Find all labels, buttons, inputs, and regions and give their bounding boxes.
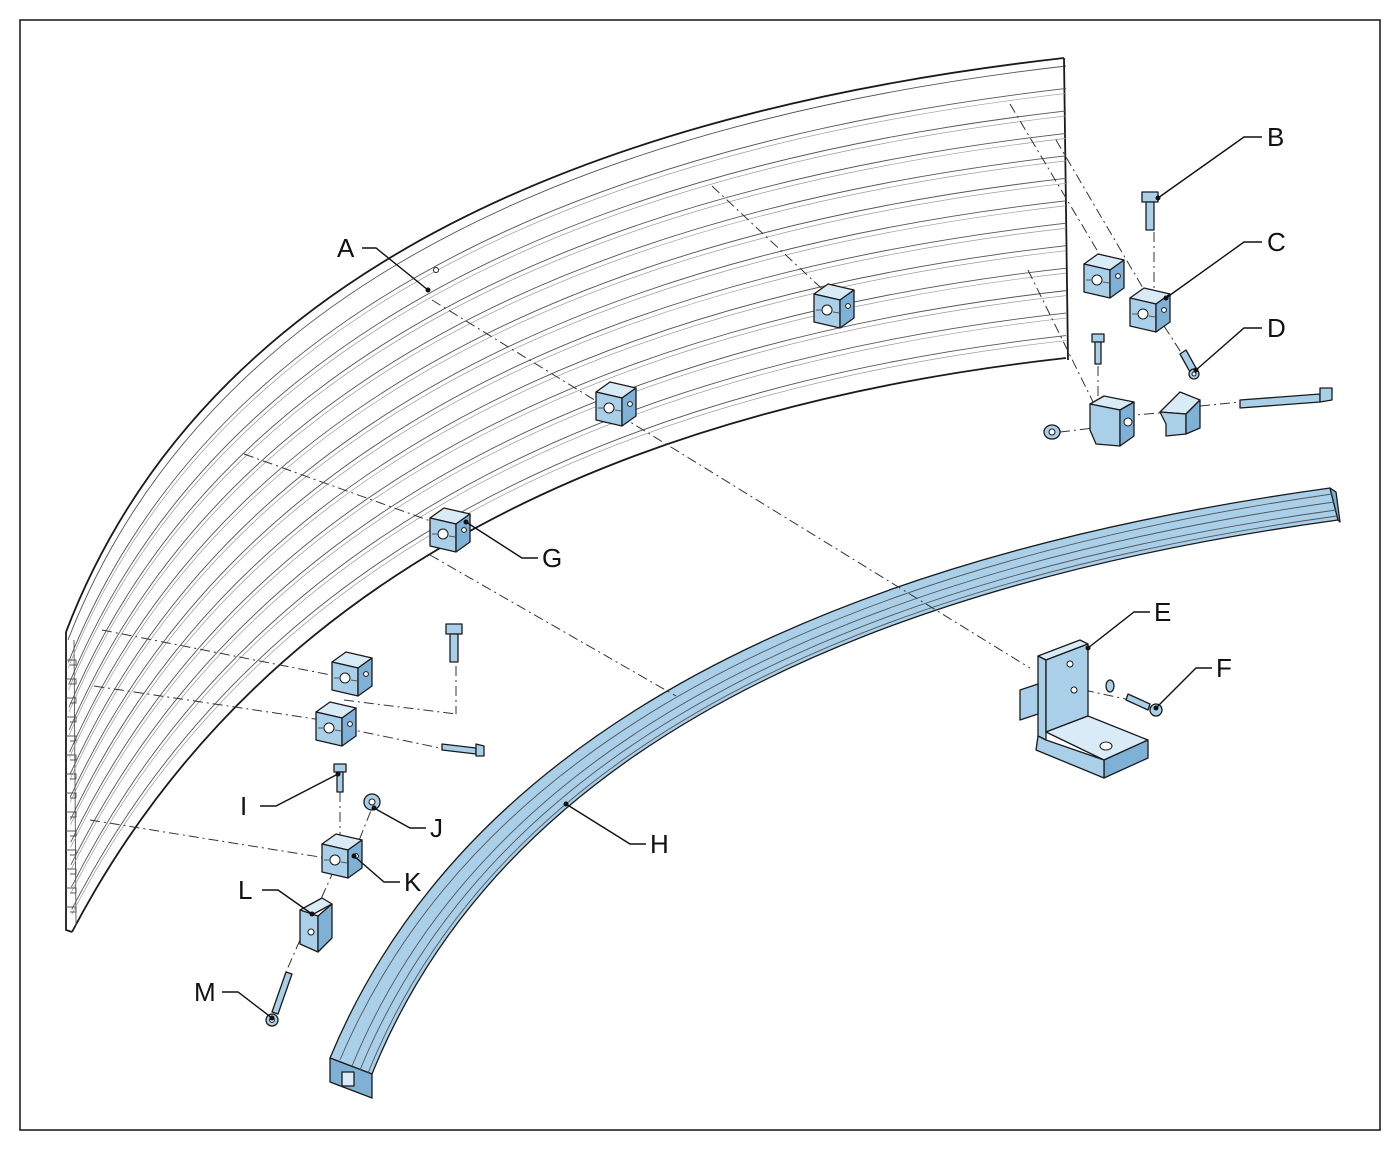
panel-notch [66, 868, 77, 875]
panel-end-notches [66, 659, 77, 913]
clamp-block-c [1129, 287, 1171, 333]
panel-notch [66, 830, 77, 837]
label-g: G [542, 543, 562, 573]
diagram-frame [19, 19, 1381, 1131]
panel-groove [69, 205, 1067, 780]
panel-groove [69, 182, 1067, 758]
label-c: C [1267, 227, 1286, 257]
panel-notch [66, 659, 77, 666]
rail-end-slot [341, 1071, 355, 1087]
panel-notch [66, 887, 77, 894]
clamp-block-lower-right [1089, 395, 1135, 447]
clamp-block-upper-right [1083, 253, 1125, 299]
panel-groove [70, 250, 1067, 825]
panel-notch [66, 716, 77, 723]
panel-notch [66, 849, 77, 856]
screw-i [333, 763, 347, 793]
clamp-block-g-upper [813, 283, 855, 329]
panel-notch [66, 697, 77, 704]
bolt-left-upper [445, 623, 463, 663]
bolt-b [1141, 191, 1159, 231]
panel-groove [68, 132, 1067, 708]
angle-bracket-e [1019, 639, 1149, 779]
end-cap-right [1159, 391, 1201, 437]
label-m: M [194, 977, 216, 1007]
panel-groove [68, 138, 1067, 713]
nut-j [363, 793, 381, 811]
panel-groove [70, 295, 1067, 870]
label-h: H [650, 829, 669, 859]
panel-groove [68, 160, 1067, 735]
label-k: K [404, 867, 422, 897]
label-a: A [337, 233, 355, 263]
clamp-block-g [429, 507, 471, 553]
nut-right [1043, 424, 1061, 440]
panel-notch [66, 773, 77, 780]
label-b: B [1267, 122, 1284, 152]
clamp-block-left-upper [331, 651, 373, 697]
label-f: F [1216, 653, 1232, 683]
panel-groove [71, 335, 1067, 910]
panel-groove [68, 115, 1067, 691]
bolt-left-horizontal [441, 743, 485, 757]
panel-notch [66, 754, 77, 761]
panel-notch [66, 678, 77, 685]
callouts: A B C D E F G H I J [194, 122, 1286, 1021]
bolt-d [1179, 349, 1200, 380]
panel-notch [66, 735, 77, 742]
panel-groove [71, 317, 1067, 893]
screw-upper-right [1091, 333, 1105, 365]
panel-groove [68, 110, 1067, 686]
curved-rail-h [329, 487, 1341, 1099]
long-bolt-right [1239, 387, 1333, 409]
panel-groove [69, 177, 1067, 753]
label-j: J [430, 813, 443, 843]
assembly-dashed-lines [89, 103, 1241, 973]
wedge-piece-l [299, 897, 333, 953]
label-l: L [238, 875, 252, 905]
panel-groove [69, 200, 1067, 775]
label-d: D [1267, 313, 1286, 343]
panel-groove [69, 227, 1067, 803]
label-i: I [240, 791, 247, 821]
panel-hole [433, 267, 439, 273]
panel-notch [66, 792, 77, 799]
panel-notch [66, 811, 77, 818]
clamp-block-g-middle [595, 381, 637, 427]
panel-groove [70, 312, 1067, 888]
bolt-f [1105, 679, 1163, 717]
panel-groove [69, 222, 1067, 798]
panel-notch [66, 906, 77, 913]
panel-groove [67, 88, 1067, 663]
panel-groove [68, 155, 1067, 731]
panel-groove [70, 245, 1067, 820]
panel-groove [70, 290, 1067, 865]
clamp-block-left-lower [315, 701, 357, 747]
label-e: E [1154, 597, 1171, 627]
panel-groove [67, 93, 1067, 668]
